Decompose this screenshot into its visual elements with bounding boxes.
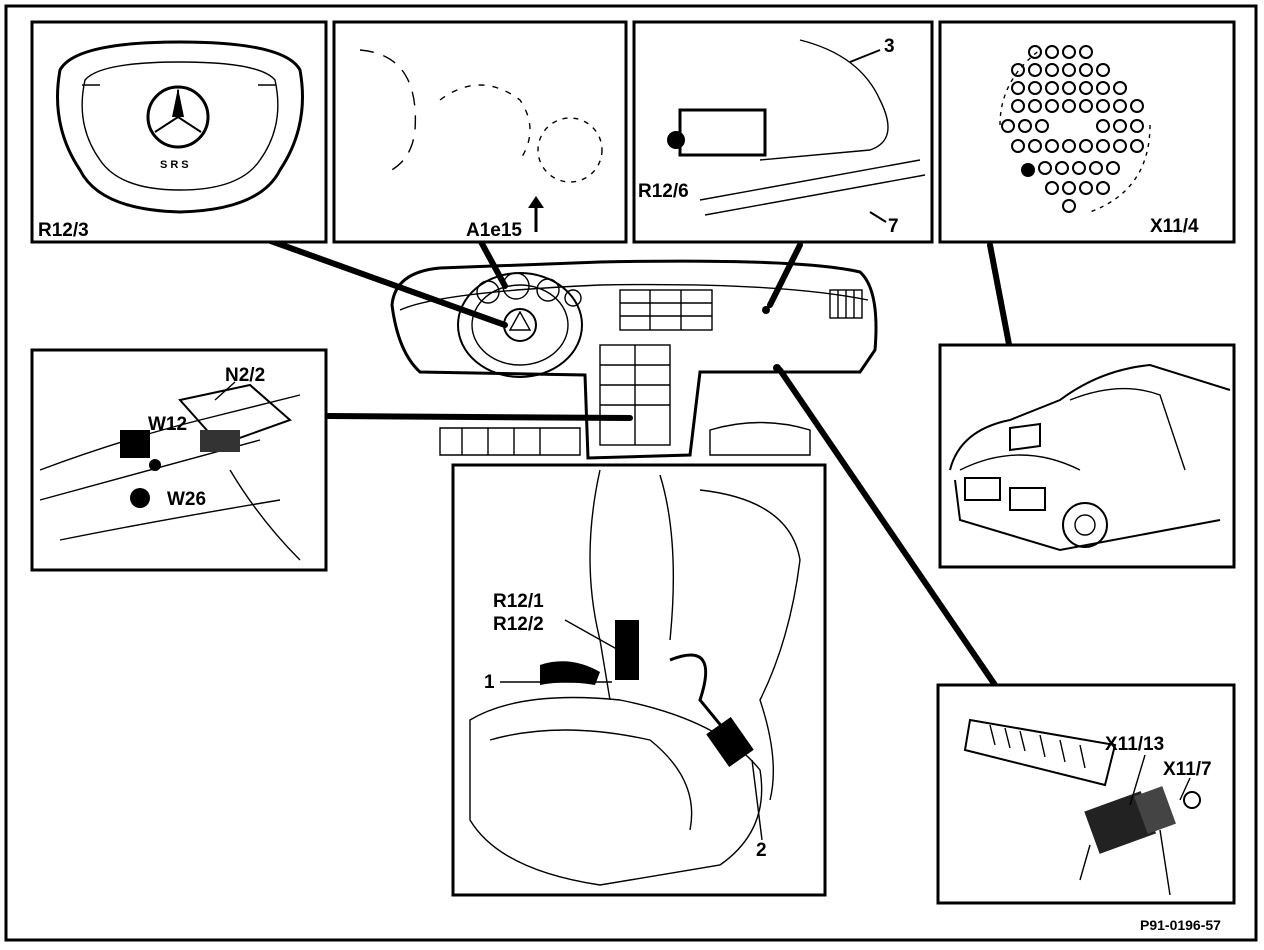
- dashboard-illustration: [390, 259, 878, 460]
- socket-pin-grid: [999, 45, 1151, 213]
- leader-passenger-airbag: [767, 242, 803, 308]
- label-r12-1: R12/1: [493, 591, 544, 612]
- label-r12-3: R12/3: [38, 220, 89, 241]
- leader-control-unit: [325, 413, 633, 421]
- label-w26: W26: [167, 489, 206, 510]
- label-w12: W12: [148, 414, 187, 435]
- callout-1: 1: [484, 672, 495, 693]
- leader-fuse-box: [777, 367, 998, 688]
- callout-2: 2: [756, 840, 767, 861]
- panel-diagnostic-socket: X11/4: [938, 20, 1236, 244]
- label-r12-2: R12/2: [493, 614, 544, 635]
- callout-3: 3: [884, 36, 895, 57]
- label-x11-13: X11/13: [1105, 734, 1164, 755]
- panel-instrument-cluster: A1e15: [332, 20, 628, 244]
- panel-car-front: [938, 343, 1236, 569]
- leader-steering-wheel: [265, 237, 508, 328]
- outer-frame: [4, 4, 1258, 942]
- label-n2-2: N2/2: [225, 365, 265, 386]
- panel-control-unit: N2/2 W12 W26: [30, 348, 328, 572]
- label-x11-4: X11/4: [1150, 216, 1199, 237]
- label-a1e15: A1e15: [466, 220, 522, 241]
- callout-7: 7: [888, 216, 899, 237]
- panel-passenger-airbag: 3 7 R12/6: [632, 20, 934, 244]
- label-r12-6: R12/6: [638, 181, 689, 202]
- figure-reference: P91-0196-57: [1140, 917, 1221, 933]
- leader-instrument-cluster: [477, 237, 508, 289]
- panel-fuse-box-connectors: X11/13 X11/7: [936, 683, 1236, 905]
- panel-steering-wheel-airbag: SRS R12/3: [30, 20, 328, 244]
- srs-emblem-text: SRS: [160, 159, 192, 171]
- panel-seat-belt-tensioner: R12/1 R12/2 1 2: [451, 463, 827, 897]
- label-x11-7: X11/7: [1163, 759, 1212, 780]
